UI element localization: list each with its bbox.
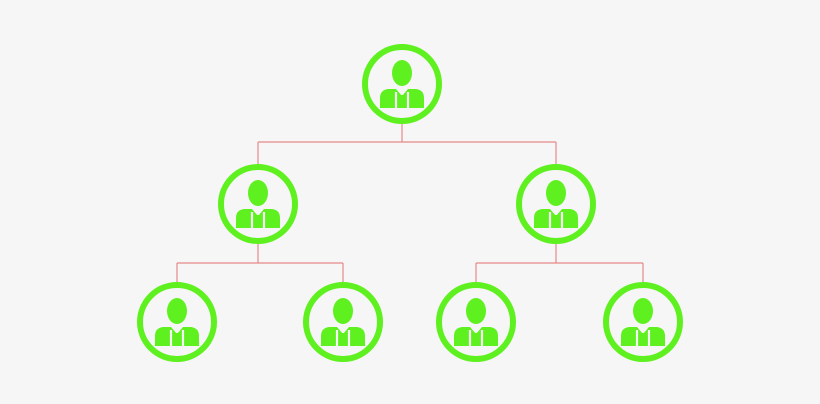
node-staff-4 xyxy=(603,282,683,362)
person-head xyxy=(333,298,353,324)
person-icon xyxy=(454,298,498,346)
node-manager-right xyxy=(516,164,596,244)
person-icon xyxy=(155,298,199,346)
node-staff-1 xyxy=(137,282,217,362)
person-head xyxy=(248,180,268,206)
node-staff-2 xyxy=(303,282,383,362)
tie-icon xyxy=(473,333,479,346)
connector-lines xyxy=(176,124,644,282)
tie-icon xyxy=(399,95,405,108)
tie-icon xyxy=(174,333,180,346)
person-head xyxy=(466,298,486,324)
person-head xyxy=(392,60,412,86)
tie-icon xyxy=(255,215,261,228)
person-icon xyxy=(621,298,665,346)
person-icon xyxy=(321,298,365,346)
person-icon xyxy=(236,180,280,228)
person-head xyxy=(167,298,187,324)
tie-icon xyxy=(640,333,646,346)
person-head xyxy=(546,180,566,206)
person-nodes xyxy=(137,44,683,362)
node-root xyxy=(362,44,442,124)
person-icon xyxy=(534,180,578,228)
tie-icon xyxy=(553,215,559,228)
tie-icon xyxy=(340,333,346,346)
person-icon xyxy=(380,60,424,108)
node-manager-left xyxy=(218,164,298,244)
person-head xyxy=(633,298,653,324)
node-staff-3 xyxy=(436,282,516,362)
